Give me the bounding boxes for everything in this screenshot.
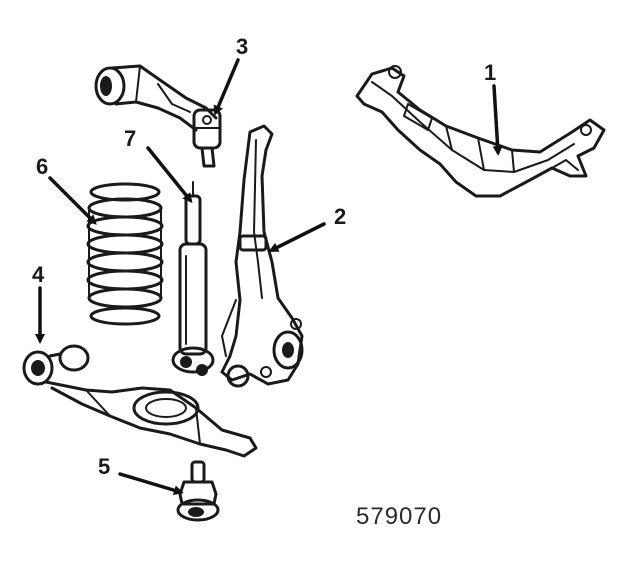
label-7: 7 (124, 126, 136, 151)
label-6: 6 (36, 154, 48, 179)
shock-absorber (171, 181, 215, 376)
label-1: 1 (484, 60, 496, 85)
label-3: 3 (236, 34, 248, 59)
coil-spring (86, 182, 164, 326)
arrow-1 (492, 84, 503, 156)
ball-joint (176, 460, 220, 522)
label-2: 2 (334, 204, 346, 229)
steering-knuckle (220, 124, 304, 388)
label-5: 5 (98, 454, 110, 479)
part-labels: 1 2 3 4 5 6 7 (32, 34, 496, 479)
figure-number: 579070 (356, 503, 442, 530)
arrow-3 (213, 58, 240, 116)
callout-arrows (35, 58, 503, 496)
arrow-7 (146, 146, 193, 204)
crossmember-bracket (355, 65, 606, 198)
label-4: 4 (32, 262, 45, 287)
lower-control-arm (22, 344, 258, 458)
arrow-6 (48, 176, 97, 225)
arrow-5 (118, 472, 184, 496)
arrow-2 (268, 222, 326, 252)
upper-control-arm (94, 64, 222, 168)
